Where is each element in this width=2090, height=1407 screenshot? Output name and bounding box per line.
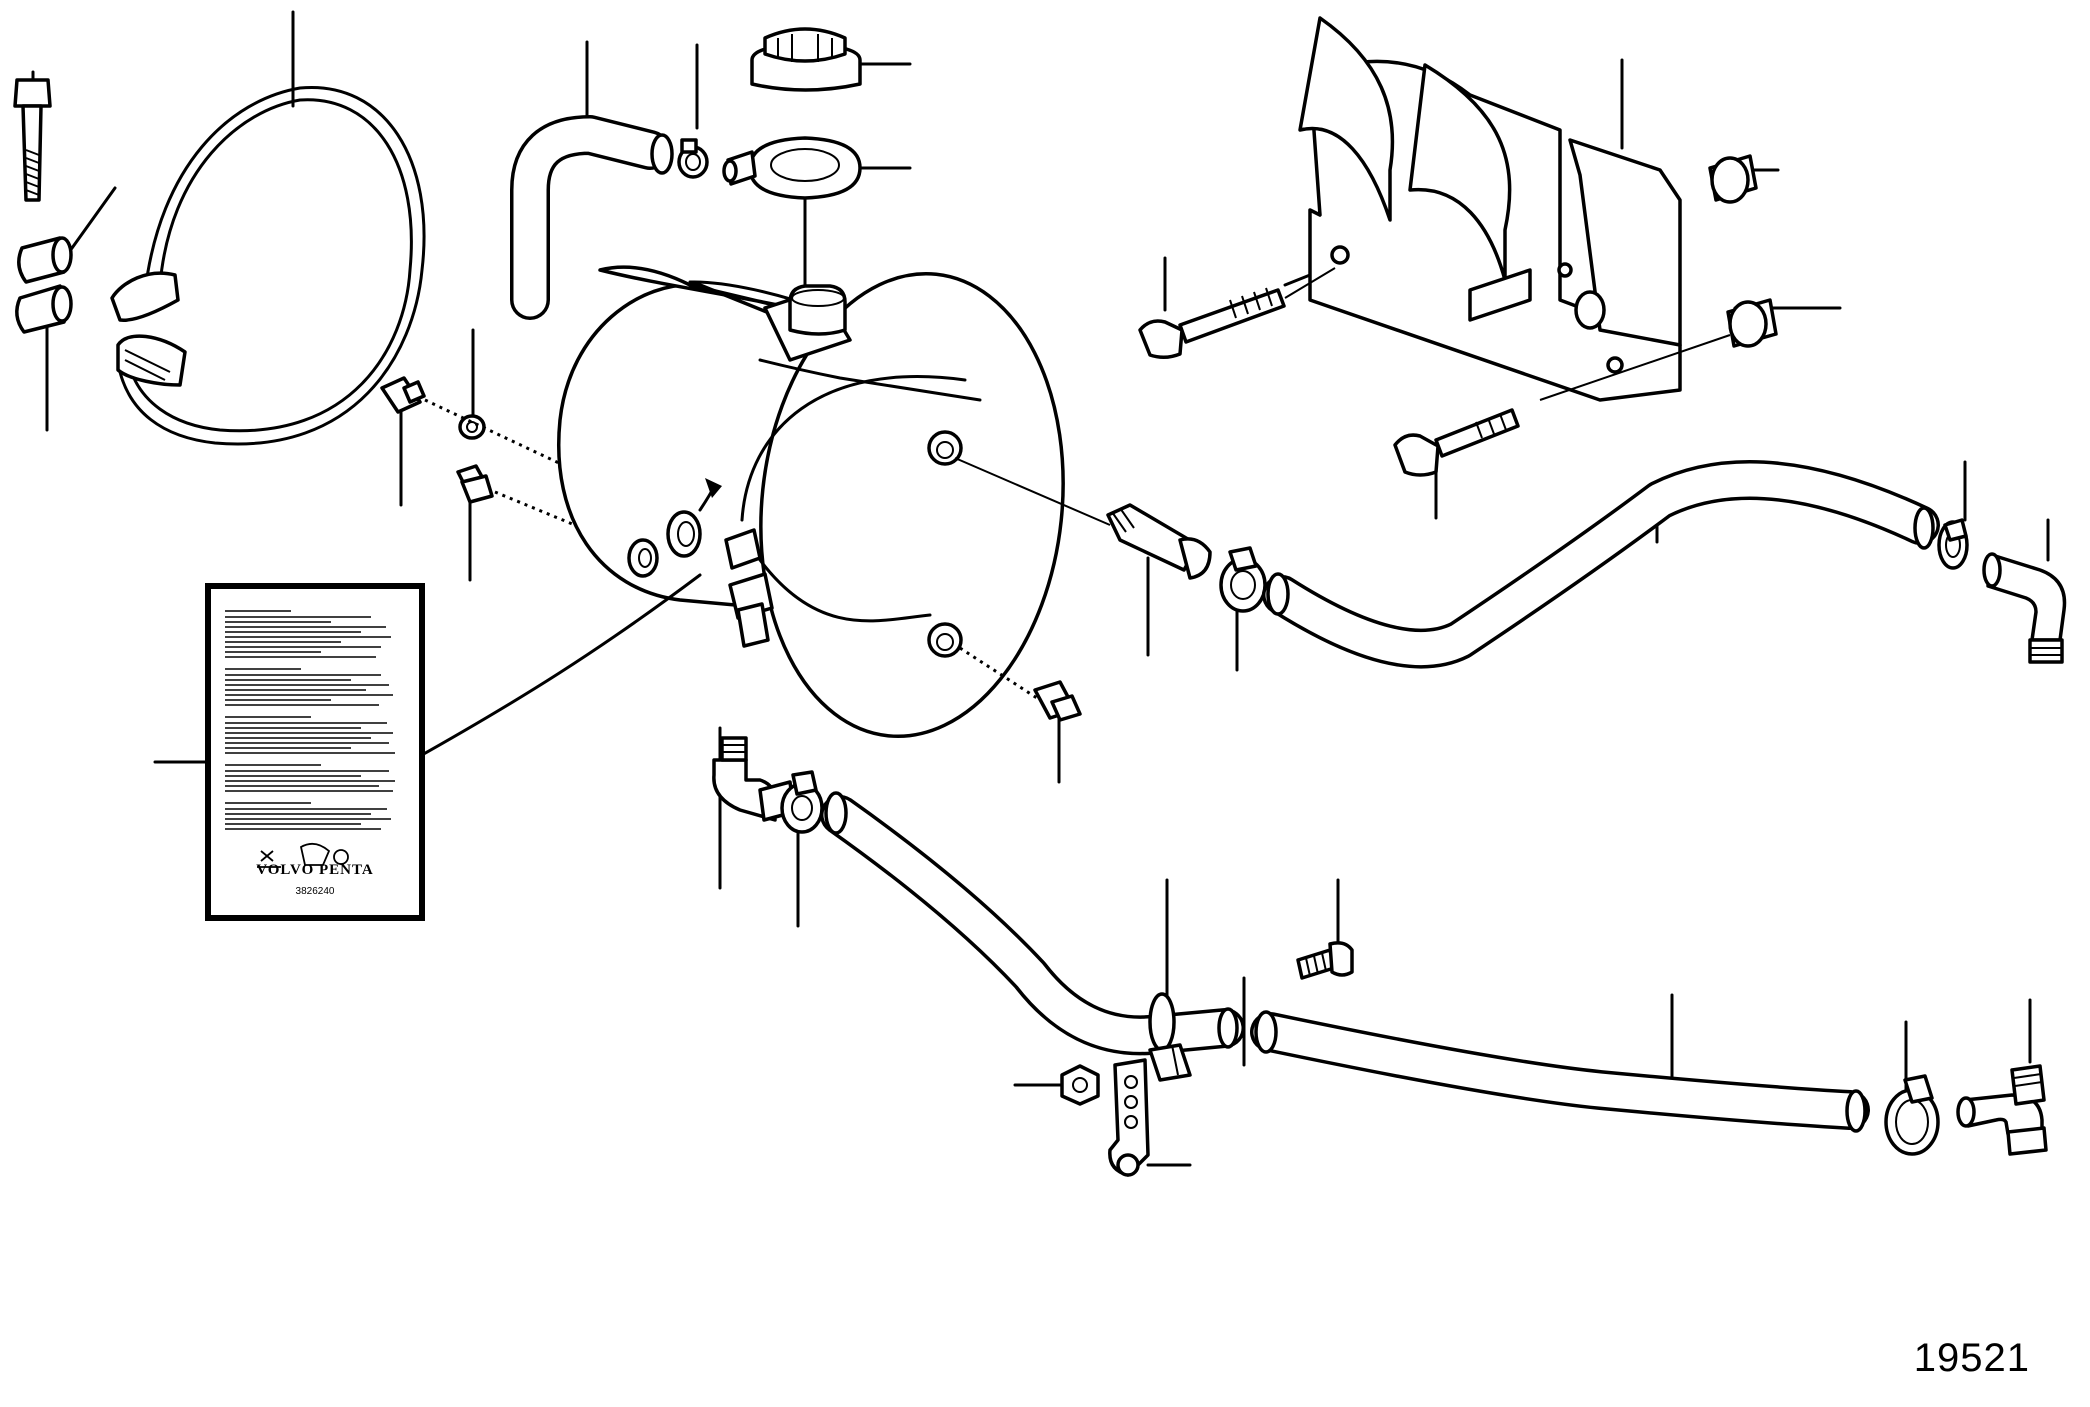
mounting-bracket [1298,16,1682,402]
coolant-hose-left [820,791,1245,1056]
decal-text-lines [225,610,395,868]
figure-number: 19521 [1913,1336,2030,1380]
drain-plug [959,646,1082,722]
expansion-tank [557,265,1065,739]
hose-clamp-right [1219,546,1267,613]
elbow-fitting-right [1982,552,2067,664]
decal-part-code: 3826240 [295,886,335,897]
spacer-lower [1726,298,1778,348]
filler-neck-ring [722,136,862,200]
decal-warning-pictograms [257,842,349,868]
bracket-bolt-lower [1393,408,1520,477]
sleeve-lower [15,284,73,334]
coolant-hose-lower [1250,1010,1870,1133]
spacer-upper [1708,154,1758,204]
hose-clamp-lower [1884,1074,1940,1156]
coolant-hose-right [1262,460,1940,669]
mounting-strap [110,85,426,446]
bracket-strip [1108,1058,1150,1177]
plug-upper [380,376,426,414]
leader-lines [31,10,2050,1167]
clip-bolt [1296,941,1354,980]
warning-decal: VOLVO PENTA 3826240 [205,583,425,921]
elbow-fitting-lower [1956,1064,2048,1156]
nipple-fitting [1106,503,1212,580]
decal-brand-logo: VOLVO PENTA [256,862,374,878]
sleeve-upper [17,236,73,284]
bracket-bolt-upper [1138,287,1286,359]
long-bolt [13,78,52,202]
small-clamp [677,138,709,179]
vent-hose [510,115,674,320]
p-clip [1148,992,1192,1082]
hose-clamp-far-right [1937,518,1969,570]
nut [1060,1064,1100,1106]
plug-lower [456,464,494,504]
sealing-washer [458,414,486,440]
filler-cap [750,27,862,92]
